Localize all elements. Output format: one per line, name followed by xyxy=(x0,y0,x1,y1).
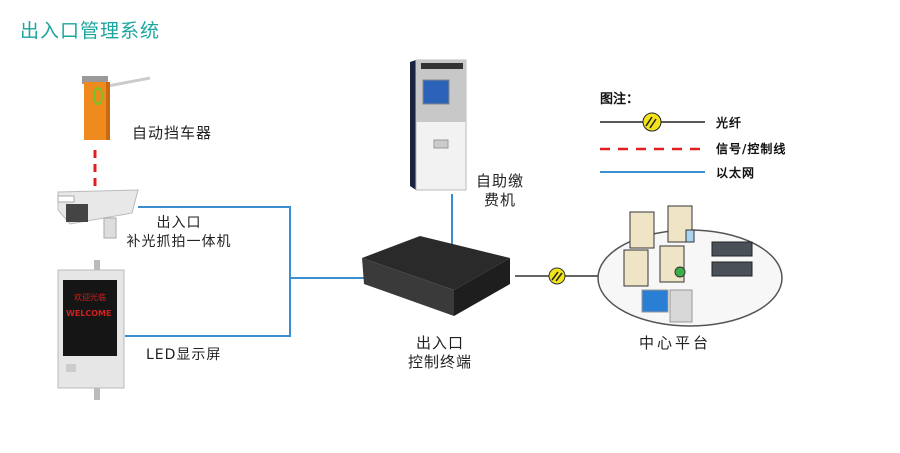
kiosk-label-line2: 费机 xyxy=(483,191,516,209)
led-screen-text-en: WELCOME xyxy=(66,309,111,318)
fiber-badge-icon xyxy=(548,267,566,285)
led-screen-icon xyxy=(57,260,125,400)
legend-label-ethernet: 以太网 xyxy=(716,166,756,180)
control-terminal-icon xyxy=(362,236,510,316)
center-platform-icon xyxy=(597,205,783,327)
center-label: 中心平台 xyxy=(638,334,711,352)
camera-label-line1: 出入口 xyxy=(156,215,202,231)
legend-title: 图注： xyxy=(600,92,640,107)
kiosk-label: 自助缴 费机 xyxy=(470,172,530,210)
legend-label-signal: 信号/控制线 xyxy=(716,142,787,156)
kiosk-label-line1: 自助缴 xyxy=(475,172,524,190)
camera-label-line2: 补光抓拍一体机 xyxy=(126,234,232,250)
camera-to-terminal-line xyxy=(125,206,291,337)
camera-label: 出入口 补光抓拍一体机 xyxy=(124,214,234,252)
camera-icon xyxy=(57,189,139,239)
globe-icon xyxy=(674,266,686,278)
terminal-label-line1: 出入口 xyxy=(415,334,464,352)
led-screen-text-cn: 欢迎光临 xyxy=(74,292,106,302)
barrier-label: 自动挡车器 xyxy=(132,124,213,142)
legend-label-fiber: 光纤 xyxy=(716,116,743,130)
database-icon xyxy=(685,229,695,243)
terminal-label-line2: 控制终端 xyxy=(407,353,472,371)
legend-fiber-badge-icon xyxy=(642,112,662,132)
legend-fiber-line xyxy=(600,112,705,132)
ethernet-lines xyxy=(125,194,453,337)
workstation-icon xyxy=(641,289,693,323)
storage-device-icon xyxy=(711,241,753,277)
kiosk-icon xyxy=(410,59,467,191)
terminal-label: 出入口 控制终端 xyxy=(390,334,490,372)
led-label: LED显示屏 xyxy=(146,347,222,363)
diagram-title: 出入口管理系统 xyxy=(20,20,161,42)
barrier-gate-icon xyxy=(82,76,151,140)
